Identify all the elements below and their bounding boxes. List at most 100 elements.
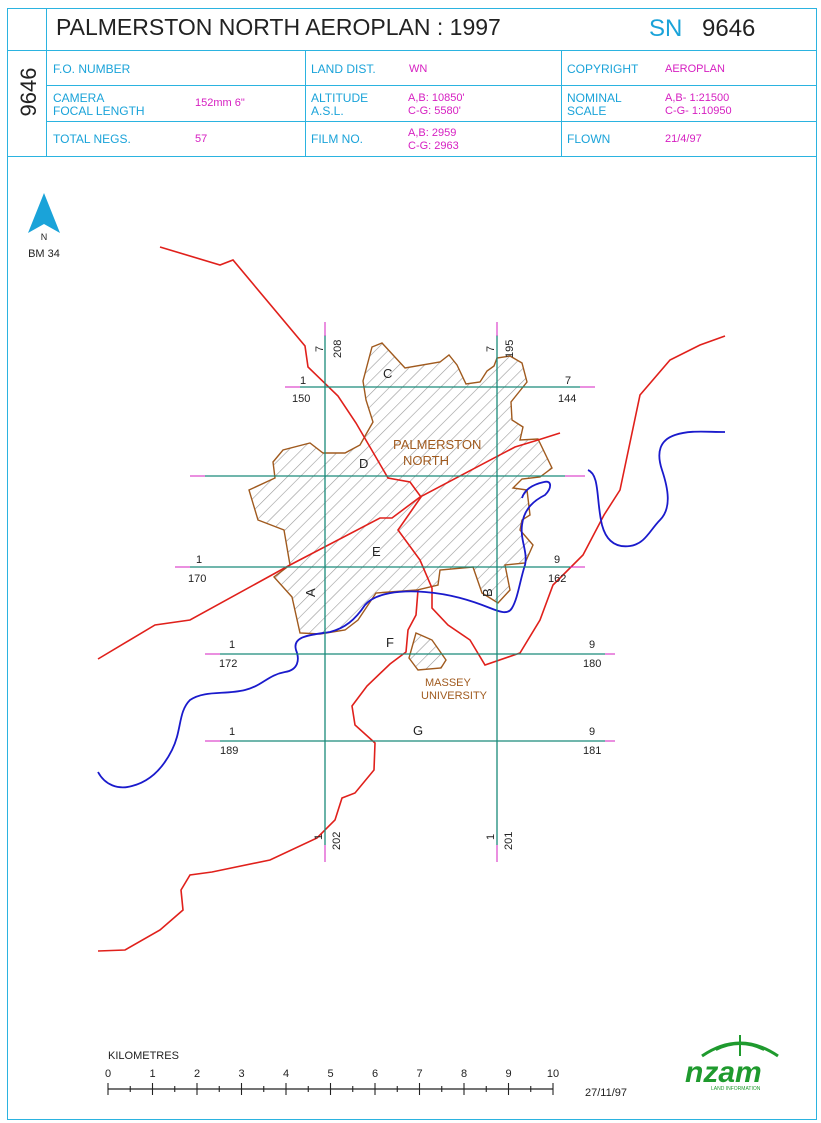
film-no-label: FILM NO. bbox=[311, 132, 364, 146]
north-arrow-icon bbox=[28, 193, 60, 233]
row-divider bbox=[46, 85, 817, 86]
run-letter-e: E bbox=[372, 544, 381, 559]
film-no-value-ab: A,B: 2959 bbox=[408, 127, 457, 139]
run-number: 170 bbox=[188, 573, 206, 585]
copyright-value: AEROPLAN bbox=[665, 63, 725, 75]
altitude-value-ab: A,B: 10850' bbox=[408, 92, 465, 104]
asl-label: A.S.L. bbox=[311, 104, 344, 118]
river bbox=[97, 480, 552, 789]
scale-tick-label: 5 bbox=[327, 1068, 333, 1080]
run-letter-c: C bbox=[383, 366, 392, 381]
road bbox=[159, 246, 726, 666]
map-frame bbox=[7, 8, 817, 1120]
scale-tick-label: 10 bbox=[547, 1068, 559, 1080]
land-dist-value: WN bbox=[409, 63, 428, 75]
scale-value-cg: C-G- 1:10950 bbox=[665, 105, 732, 117]
run-extensions bbox=[175, 322, 615, 862]
sn-value: 9646 bbox=[702, 15, 756, 42]
run-number: 162 bbox=[548, 573, 566, 585]
road bbox=[97, 432, 561, 660]
scale-tick-label: 8 bbox=[461, 1068, 467, 1080]
run-number: 1 bbox=[196, 554, 202, 566]
run-number: 181 bbox=[583, 745, 601, 757]
run-number: 201 bbox=[503, 832, 515, 850]
column-divider bbox=[561, 50, 562, 156]
side-column-divider bbox=[46, 8, 47, 156]
camera-label: CAMERA bbox=[53, 91, 105, 105]
benchmark-label: BM 34 bbox=[28, 248, 60, 260]
massey-label-line2: UNIVERSITY bbox=[421, 690, 488, 702]
scale-value-ab: A,B- 1:21500 bbox=[665, 92, 730, 104]
run-number: 202 bbox=[331, 832, 343, 850]
header-bottom-divider bbox=[7, 156, 817, 157]
altitude-value-cg: C-G: 5580' bbox=[408, 105, 461, 117]
run-letter-d: D bbox=[359, 456, 368, 471]
run-number: 1 bbox=[229, 639, 235, 651]
focal-length-label: FOCAL LENGTH bbox=[53, 104, 145, 118]
scale-labels: 0 1 2 3 4 5 6 7 8 9 10 bbox=[105, 1068, 559, 1080]
run-number: 1 bbox=[300, 375, 306, 387]
urban-area-massey bbox=[408, 632, 447, 671]
run-number: 9 bbox=[589, 726, 595, 738]
scale-tick-label: 7 bbox=[416, 1068, 422, 1080]
scale-label: SCALE bbox=[567, 104, 607, 118]
run-letter-b: B bbox=[480, 588, 495, 597]
nzam-logo: nzam LAND INFORMATION bbox=[685, 1035, 779, 1092]
copyright-label: COPYRIGHT bbox=[567, 62, 639, 76]
city-label-line2: NORTH bbox=[403, 453, 449, 468]
run-letter-f: F bbox=[386, 635, 394, 650]
logo-text: nzam bbox=[685, 1056, 762, 1089]
focal-length-value: 152mm 6" bbox=[195, 97, 245, 109]
logo-subtext: LAND INFORMATION bbox=[711, 1086, 761, 1092]
north-label: N bbox=[41, 232, 48, 242]
scale-tick-label: 2 bbox=[194, 1068, 200, 1080]
run-number: 1 bbox=[485, 834, 497, 840]
scale-date: 27/11/97 bbox=[585, 1087, 627, 1099]
run-letter-g: G bbox=[413, 723, 423, 738]
flown-label: FLOWN bbox=[567, 132, 611, 146]
run-number: 7 bbox=[485, 346, 497, 352]
run-letter-a: A bbox=[303, 588, 318, 597]
scale-tick-label: 0 bbox=[105, 1068, 111, 1080]
column-divider bbox=[305, 50, 306, 156]
scale-ticks bbox=[107, 1083, 554, 1095]
massey-label-line1: MASSEY bbox=[425, 677, 472, 689]
run-number: 1 bbox=[229, 726, 235, 738]
scale-tick-label: 9 bbox=[505, 1068, 511, 1080]
fo-number-label: F.O. NUMBER bbox=[53, 62, 131, 76]
run-number: 9 bbox=[589, 639, 595, 651]
city-label-line1: PALMERSTON bbox=[393, 437, 481, 452]
scale-title: KILOMETRES bbox=[108, 1050, 179, 1062]
page-title: PALMERSTON NORTH AEROPLAN : 1997 bbox=[56, 14, 501, 40]
scale-tick-label: 1 bbox=[149, 1068, 155, 1080]
run-number: 208 bbox=[332, 340, 344, 358]
run-number: 195 bbox=[504, 340, 516, 358]
run-number: 172 bbox=[219, 658, 237, 670]
run-number: 7 bbox=[565, 375, 571, 387]
film-no-value-cg: C-G: 2963 bbox=[408, 140, 459, 152]
road bbox=[97, 589, 419, 952]
run-number: 9 bbox=[554, 554, 560, 566]
total-negs-value: 57 bbox=[195, 133, 208, 145]
scale-tick-label: 4 bbox=[283, 1068, 289, 1080]
total-negs-label: TOTAL NEGS. bbox=[53, 132, 131, 146]
land-dist-label: LAND DIST. bbox=[311, 62, 376, 76]
run-number: 7 bbox=[314, 346, 326, 352]
scale-tick-label: 6 bbox=[372, 1068, 378, 1080]
run-number: 144 bbox=[558, 393, 576, 405]
scale-bar: KILOMETRES 0 1 2 3 4 5 6 7 8 9 10 27/11/97 bbox=[105, 1050, 627, 1099]
header-divider bbox=[7, 50, 817, 51]
river bbox=[587, 430, 726, 548]
flown-value: 21/4/97 bbox=[665, 133, 702, 145]
run-number: 1 bbox=[313, 834, 325, 840]
nominal-label: NOMINAL bbox=[567, 91, 622, 105]
altitude-label: ALTITUDE bbox=[311, 91, 369, 105]
flight-runs bbox=[190, 335, 605, 845]
run-number: 180 bbox=[583, 658, 601, 670]
row-divider bbox=[46, 121, 817, 122]
scale-tick-label: 3 bbox=[238, 1068, 244, 1080]
run-number: 189 bbox=[220, 745, 238, 757]
run-number: 150 bbox=[292, 393, 310, 405]
sn-label: SN bbox=[649, 15, 683, 42]
